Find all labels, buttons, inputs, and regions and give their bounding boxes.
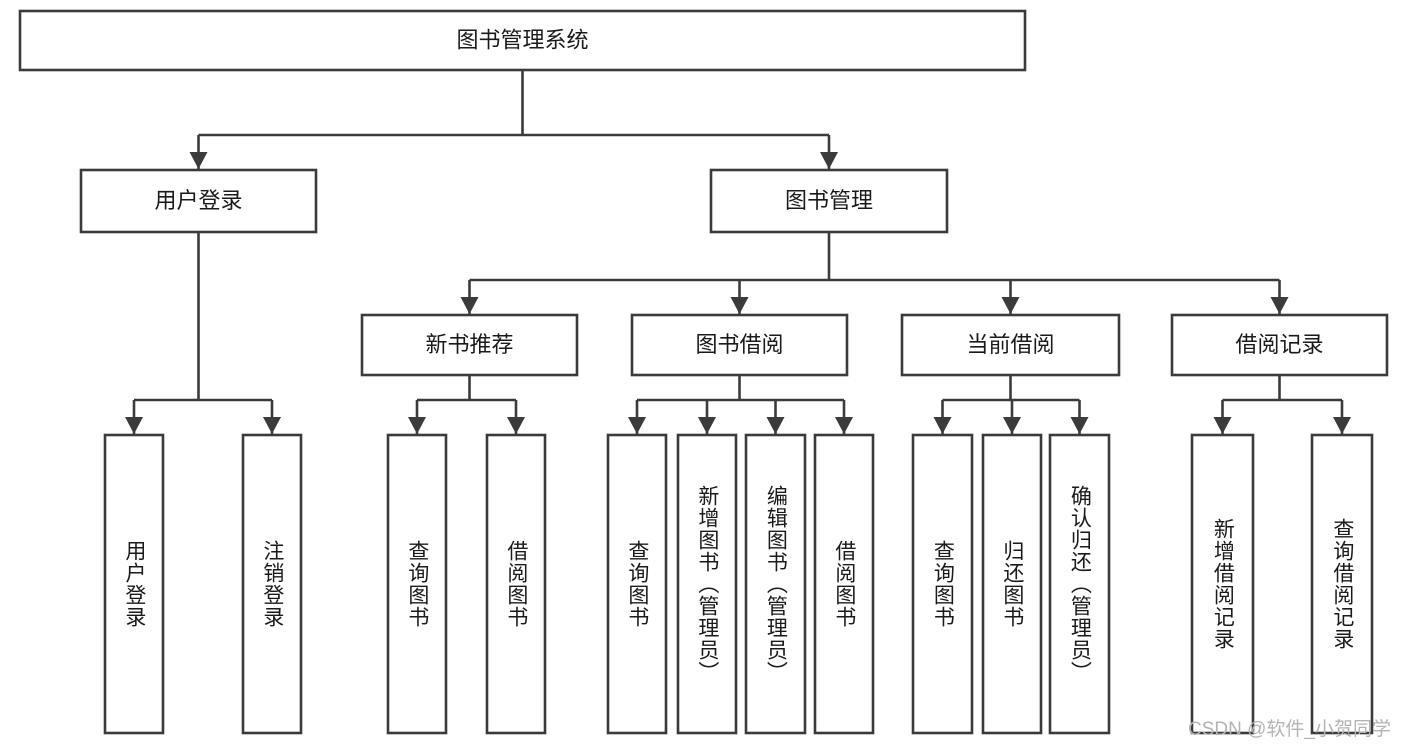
node-leaf-borrow-book-2[interactable] bbox=[813, 433, 875, 735]
node-rect bbox=[386, 433, 448, 735]
arrowhead-icon bbox=[820, 152, 838, 169]
node-leaf-user-login[interactable] bbox=[103, 433, 165, 735]
arrowhead-icon bbox=[933, 417, 952, 434]
node-user-login[interactable]: 用户登录 bbox=[79, 168, 318, 234]
node-rect bbox=[1310, 433, 1374, 735]
arrowhead-icon bbox=[1070, 417, 1089, 434]
node-label: 图书借阅 bbox=[695, 332, 783, 357]
node-leaf-query-book-1[interactable] bbox=[386, 433, 448, 735]
connector-layer bbox=[125, 70, 1351, 434]
node-leaf-return-book[interactable] bbox=[981, 433, 1043, 735]
watermark-text: CSDN @软件_小贺同学 bbox=[1188, 719, 1391, 740]
arrowhead-icon bbox=[507, 417, 525, 434]
arrowhead-icon bbox=[1270, 297, 1289, 314]
node-rect bbox=[18, 9, 1027, 72]
node-rect bbox=[103, 433, 165, 735]
node-rect bbox=[709, 168, 949, 234]
node-book-manage[interactable]: 图书管理 bbox=[709, 168, 949, 234]
node-label: 图书管理系统 bbox=[456, 27, 588, 52]
node-label: 图书管理 bbox=[785, 188, 873, 213]
node-borrow-record[interactable]: 借阅记录 bbox=[1170, 313, 1389, 377]
node-leaf-query-book-3[interactable] bbox=[911, 433, 974, 735]
arrowhead-icon bbox=[628, 417, 646, 434]
node-rect bbox=[79, 168, 318, 234]
node-rect bbox=[241, 433, 303, 735]
node-rect bbox=[1190, 433, 1255, 735]
node-label: 新书推荐 bbox=[425, 332, 513, 357]
node-leaf-user-logout[interactable] bbox=[241, 433, 303, 735]
node-label: 借阅记录 bbox=[1235, 332, 1323, 357]
arrowhead-icon bbox=[1333, 417, 1351, 434]
node-leaf-query-book-2[interactable] bbox=[606, 433, 668, 735]
node-rect bbox=[676, 433, 738, 735]
node-rect bbox=[1048, 433, 1111, 735]
node-rect bbox=[813, 433, 875, 735]
node-leaf-query-record[interactable] bbox=[1310, 433, 1374, 735]
node-leaf-add-book[interactable] bbox=[676, 433, 738, 735]
arrowhead-icon bbox=[1001, 297, 1020, 314]
arrowhead-icon bbox=[766, 417, 785, 434]
arrowhead-icon bbox=[1003, 417, 1021, 434]
node-current-borrow[interactable]: 当前借阅 bbox=[900, 313, 1121, 377]
node-label: 用户登录 bbox=[154, 188, 242, 213]
arrowhead-icon bbox=[698, 417, 716, 434]
arrowhead-icon bbox=[263, 417, 281, 434]
arrowhead-icon bbox=[1213, 417, 1232, 434]
node-rect bbox=[606, 433, 668, 735]
node-rect bbox=[900, 313, 1121, 377]
node-root[interactable]: 图书管理系统 bbox=[18, 9, 1027, 72]
arrowhead-icon bbox=[189, 152, 208, 169]
node-rect bbox=[981, 433, 1043, 735]
node-rect bbox=[630, 313, 849, 377]
node-leaf-add-record[interactable] bbox=[1190, 433, 1255, 735]
node-rect bbox=[911, 433, 974, 735]
node-rect bbox=[485, 433, 547, 735]
node-rect bbox=[1170, 313, 1389, 377]
arrowhead-icon bbox=[408, 417, 426, 434]
arrowhead-icon bbox=[460, 297, 479, 314]
arrowhead-icon bbox=[835, 417, 853, 434]
node-book-borrow[interactable]: 图书借阅 bbox=[630, 313, 849, 377]
arrowhead-icon bbox=[125, 417, 143, 434]
node-new-book-rec[interactable]: 新书推荐 bbox=[360, 313, 579, 377]
arrowhead-icon bbox=[730, 297, 749, 314]
node-leaf-confirm-return[interactable] bbox=[1048, 433, 1111, 735]
node-leaf-borrow-book-1[interactable] bbox=[485, 433, 547, 735]
node-rect bbox=[744, 433, 807, 735]
node-leaf-edit-book[interactable] bbox=[744, 433, 807, 735]
node-label: 当前借阅 bbox=[966, 332, 1054, 357]
node-rect bbox=[360, 313, 579, 377]
